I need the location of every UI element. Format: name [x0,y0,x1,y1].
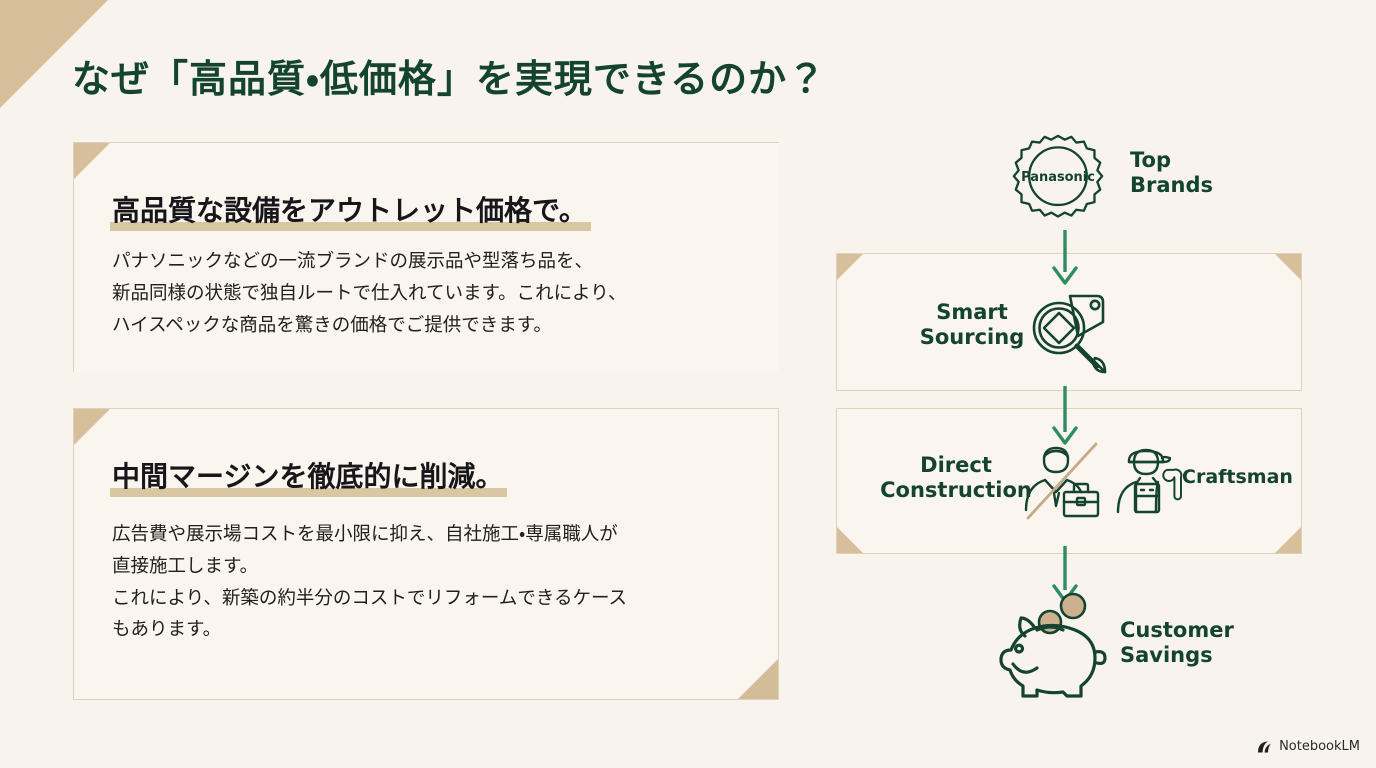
brand-badge-icon: Panasonic [1010,132,1106,233]
card-fold-corner-icon [74,143,110,179]
diagram-label-craftsman: Craftsman [1182,466,1293,488]
panel-fold-corner-icon [1275,527,1301,553]
slide-corner-decoration [0,0,108,108]
notebooklm-watermark: NotebookLM [1257,739,1360,754]
card-body-text: パナソニックなどの一流ブランドの展示品や型落ち品を、 新品同様の状態で独自ルート… [112,251,627,336]
card-heading-text: 中間マージンを徹底的に削減。 [109,455,508,497]
card-body-text: 広告費や展示場コストを最小限に抑え、自社施工・専属職人が 直接施工します。 これ… [112,524,628,641]
arrow-down-icon [1050,386,1080,451]
notebooklm-logo-icon [1258,741,1272,752]
piggy-bank-icon [995,588,1115,711]
magnifier-tag-icon [1025,288,1117,385]
feature-card-quality: 高品質な設備をアウトレット価格で。 パナソニックなどの一流ブランドの展示品や型落… [73,142,779,372]
watermark-label: NotebookLM [1279,739,1360,754]
card-fold-corner-bottom-icon [738,659,778,699]
crossed-out-salesman-icon [1018,440,1104,531]
card-heading: 中間マージンを徹底的に削減。 [109,455,508,497]
value-chain-diagram: Panasonic Top Brands [800,118,1376,748]
feature-card-margin: 中間マージンを徹底的に削減。 広告費や展示場コストを最小限に抑え、自社施工・専属… [73,408,779,700]
diagram-label-smart-sourcing: Smart Sourcing [919,300,1025,349]
craftsman-wrench-icon [1112,440,1198,531]
arrow-down-icon [1050,230,1080,291]
diagram-label-top-brands: Top Brands [1130,148,1214,197]
card-heading-text: 高品質な設備をアウトレット価格で。 [110,189,591,231]
strike-through-line-icon [1026,442,1098,520]
panasonic-badge-text: Panasonic [1021,170,1095,185]
diagram-label-direct-construction: Direct Construction [880,453,1032,502]
card-fold-corner-icon [74,409,110,445]
diagram-label-customer-savings: Customer Savings [1120,618,1234,667]
panel-fold-corner-icon [837,254,863,280]
page-title: なぜ「高品質・低価格」を実現できるのか？ [72,57,827,101]
panel-fold-corner-icon [1275,254,1301,280]
card-heading: 高品質な設備をアウトレット価格で。 [110,189,591,231]
panel-fold-corner-icon [837,527,863,553]
